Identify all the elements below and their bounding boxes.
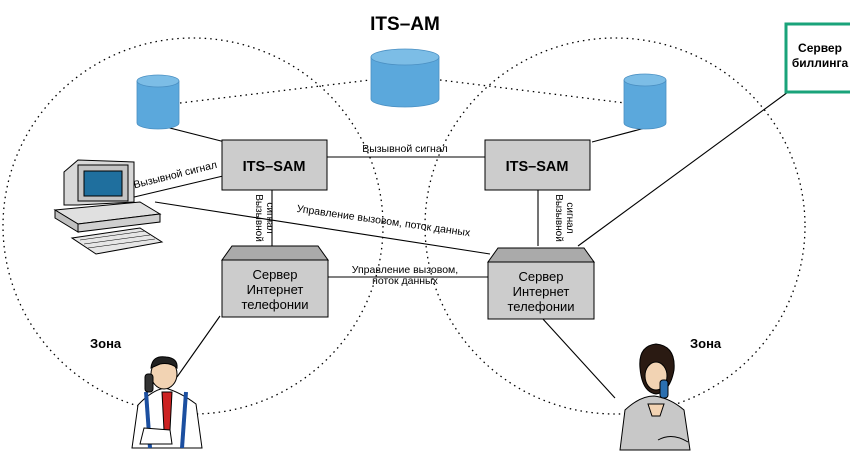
person-woman-icon	[619, 343, 691, 451]
zone-right-boundary	[424, 37, 806, 415]
svg-text:Сервер: Сервер	[252, 267, 297, 282]
its-sam-left-box: ITS–SAM	[221, 139, 328, 191]
db-link-right	[439, 79, 626, 104]
billing-server-box: Сервер биллинга	[784, 22, 850, 94]
svg-text:поток данных: поток данных	[372, 275, 438, 287]
svg-text:Вызывной: Вызывной	[253, 194, 264, 242]
svg-text:Интернет: Интернет	[513, 284, 570, 299]
svg-text:Вызывной: Вызывной	[553, 194, 564, 242]
database-icon	[136, 74, 180, 130]
db-link-left	[179, 79, 371, 104]
edge-label-pc-to-server: Управление вызовом, поток данных	[296, 203, 472, 239]
edge-label-sam-right-vertical: Вызывной сигнал	[553, 194, 575, 242]
edge-label-server-to-server: Управление вызовом, поток данных	[352, 264, 458, 287]
svg-text:Управление вызовом,: Управление вызовом,	[352, 264, 458, 276]
svg-text:телефонии: телефонии	[507, 299, 574, 314]
svg-text:Сервер: Сервер	[798, 41, 842, 55]
svg-text:телефонии: телефонии	[241, 297, 308, 312]
zone-label-left: Зона	[90, 336, 122, 351]
svg-text:Сервер: Сервер	[518, 269, 563, 284]
svg-text:Интернет: Интернет	[247, 282, 304, 297]
svg-text:сигнал: сигнал	[264, 202, 275, 233]
telephony-server-left: Сервер Интернет телефонии	[221, 245, 329, 318]
svg-text:биллинга: биллинга	[792, 56, 849, 70]
database-icon	[370, 48, 440, 108]
connection-lines	[129, 91, 789, 399]
zone-left-boundary	[2, 37, 384, 415]
svg-text:ITS–SAM: ITS–SAM	[506, 159, 569, 175]
its-sam-right-box: ITS–SAM	[484, 139, 591, 191]
computer-icon	[53, 159, 164, 255]
edge-label-pc-to-sam: Вызывной сигнал	[132, 159, 218, 191]
edge-label-sam-to-sam: Вызывной сигнал	[362, 143, 448, 155]
database-icon	[623, 73, 667, 130]
svg-text:ITS–SAM: ITS–SAM	[243, 159, 306, 175]
diagram-title: ITS–AM	[370, 14, 440, 35]
zone-label-right: Зона	[690, 336, 722, 351]
telephony-server-right: Сервер Интернет телефонии	[487, 247, 595, 320]
edge-label-sam-left-vertical: Вызывной сигнал	[253, 194, 275, 242]
person-man-icon	[131, 356, 203, 449]
svg-text:сигнал: сигнал	[564, 202, 575, 233]
